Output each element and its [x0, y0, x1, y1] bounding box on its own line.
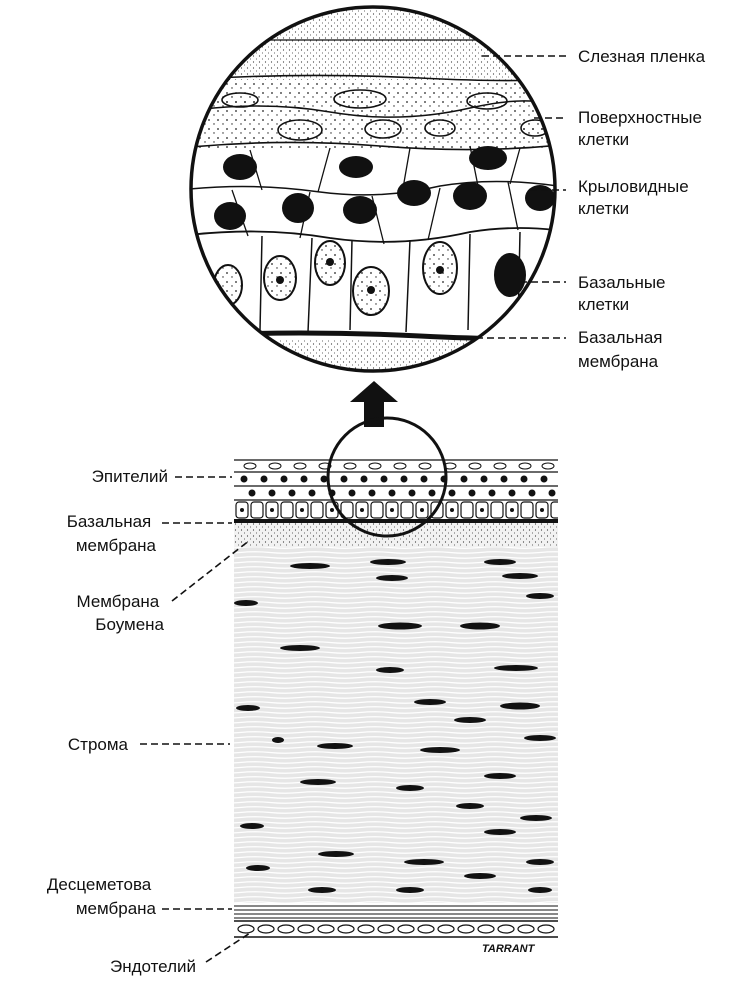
- label-basement-membrane: Базальная мембрана: [67, 512, 157, 555]
- label-bowman-membrane: Мембрана Боумена: [76, 592, 164, 634]
- label-basal-cells: Базальные клетки: [578, 273, 670, 314]
- label-basement-membrane-zoom: Базальная мембрана: [578, 328, 667, 371]
- label-wing-cells: Крыловидные клетки: [578, 177, 693, 218]
- descemet-membrane-layer: [234, 903, 558, 919]
- stroma-layer: [234, 547, 558, 903]
- artist-signature: TARRANT: [482, 943, 536, 955]
- basement-membrane-line: [234, 519, 558, 523]
- label-tear-film: Слезная пленка: [578, 47, 706, 66]
- label-descemet-membrane: Десцеметова мембрана: [47, 875, 157, 918]
- label-endothelium: Эндотелий: [110, 957, 196, 976]
- label-superficial-cells: Поверхностные клетки: [578, 108, 707, 149]
- label-epithelium: Эпителий: [92, 467, 168, 486]
- zoom-circle: [180, 0, 570, 380]
- superficial-cell-layer: [180, 80, 570, 150]
- label-stroma: Строма: [68, 735, 129, 754]
- epithelium-layer: [234, 452, 563, 520]
- cornea-cross-section: [234, 418, 563, 942]
